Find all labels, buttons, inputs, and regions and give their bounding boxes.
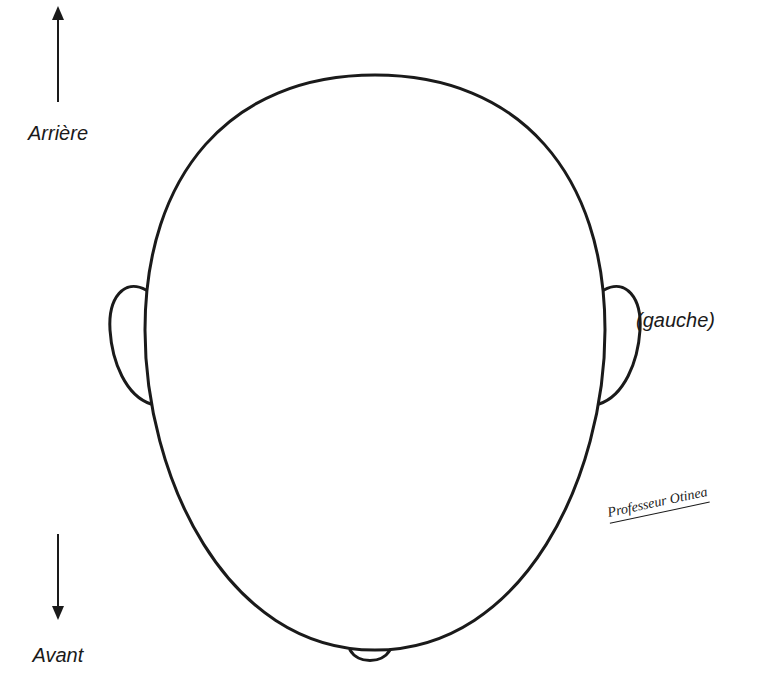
signature: Professeur Otinea bbox=[606, 484, 709, 524]
left-ear bbox=[110, 286, 151, 404]
front-arrowhead bbox=[52, 606, 64, 620]
direction-label: Avant bbox=[33, 643, 84, 667]
direction-label: Arrière bbox=[28, 121, 88, 145]
back-arrowhead bbox=[52, 6, 64, 20]
back-arrow bbox=[57, 14, 59, 102]
head-outline bbox=[145, 75, 605, 650]
right-ear bbox=[599, 286, 640, 404]
side-label: (gauche) bbox=[636, 308, 715, 332]
nose bbox=[350, 650, 390, 661]
front-arrow bbox=[57, 534, 59, 612]
